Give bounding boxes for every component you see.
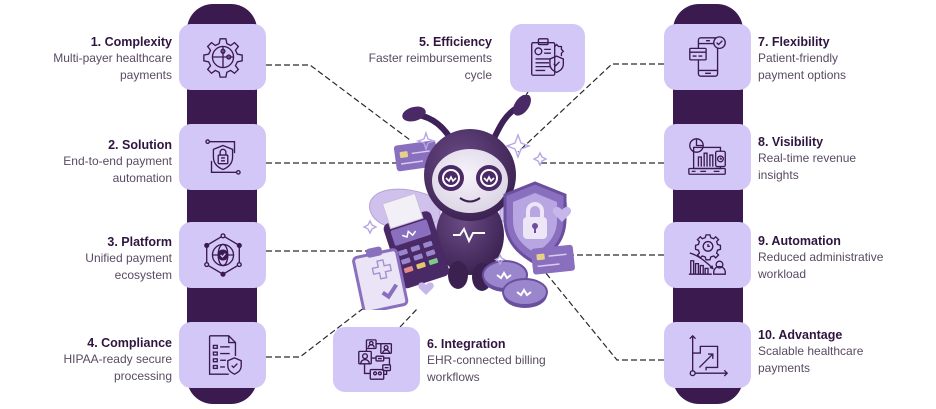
gear-clock-chart-user-icon (688, 234, 726, 275)
step-8-title: 8. Visibility (758, 135, 824, 149)
checklist-shield-icon (208, 335, 242, 375)
connector-10 (544, 271, 664, 361)
step-8-desc-2: insights (758, 167, 799, 182)
step-6-card (333, 327, 420, 392)
credit-card-bottom (531, 244, 575, 275)
step-7-desc-2: payment options (758, 67, 847, 82)
heart (418, 282, 434, 295)
step-6-title: 6. Integration (427, 337, 506, 351)
step-3-desc-1: Unified payment (85, 251, 172, 265)
network-globe-icon (203, 233, 242, 277)
coins (482, 260, 548, 308)
step-5-title: 5. Efficiency (419, 35, 492, 49)
step-4-desc-2: processing (113, 368, 172, 383)
connector-7 (517, 63, 664, 153)
step-9-desc-1: Reduced administrative (758, 250, 884, 264)
step-8-card (664, 124, 751, 190)
step-10-title: 10. Advantage (758, 328, 843, 342)
step-9-card (664, 222, 751, 288)
heart (552, 207, 572, 222)
growth-axes-icon (688, 334, 728, 377)
bee-mascot-illustration (352, 95, 575, 310)
connector-1 (266, 64, 411, 141)
dashboard-chart-icon (687, 138, 726, 175)
step-10-card (664, 322, 751, 388)
sparkles (362, 130, 548, 266)
clipboard (352, 246, 409, 310)
step-2-desc-1: End-to-end payment (63, 154, 172, 168)
step-2-label: 2. Solution End-to-end payment automatio… (2, 137, 172, 186)
step-4-desc-1: HIPAA-ready secure (63, 352, 173, 366)
step-1-label: 1. Complexity Multi-payer healthcare pay… (2, 34, 172, 83)
mobile-card-check-icon (688, 36, 726, 77)
connector-4 (266, 296, 379, 358)
step-4-label: 4. Compliance HIPAA-ready secure process… (2, 335, 173, 384)
step-10-label: 10. Advantage Scalable healthcare paymen… (758, 327, 928, 376)
connector-6 (399, 307, 419, 328)
step-2-desc-2: automation (112, 170, 172, 185)
step-3-desc-2: ecosystem (114, 267, 172, 282)
step-1-desc-2: payments (119, 67, 172, 82)
step-2-title: 2. Solution (108, 138, 172, 152)
shield-lock (503, 181, 567, 265)
step-8-label: 8. Visibility Real-time revenue insights (758, 134, 928, 183)
step-10-desc-1: Scalable healthcare (758, 344, 864, 358)
step-7-desc-1: Patient-friendly (758, 51, 839, 65)
step-6-desc-2: workflows (427, 369, 480, 384)
step-6-desc-1: EHR-connected billing (427, 353, 546, 367)
step-3-card (179, 222, 266, 288)
step-5-desc-2: cycle (464, 67, 492, 82)
step-5-card (510, 24, 585, 92)
step-9-label: 9. Automation Reduced administrative wor… (758, 233, 928, 282)
step-1-desc-1: Multi-payer healthcare (53, 51, 172, 65)
step-8-desc-1: Real-time revenue (758, 151, 857, 165)
step-10-desc-2: payments (758, 360, 811, 375)
step-5-desc-1: Faster reimbursements (368, 51, 492, 65)
invoice-gear-shield-icon (530, 38, 564, 76)
step-7-label: 7. Flexibility Patient-friendly payment … (758, 34, 928, 83)
step-5-label: 5. Efficiency Faster reimbursements cycl… (322, 34, 492, 83)
step-7-title: 7. Flexibility (758, 35, 830, 49)
gear-puzzle-icon (202, 38, 243, 78)
step-1-card (179, 24, 266, 90)
step-9-title: 9. Automation (758, 234, 841, 248)
step-1-title: 1. Complexity (90, 35, 172, 49)
step-3-label: 3. Platform Unified payment ecosystem (2, 234, 172, 283)
step-6-label: 6. Integration EHR-connected billing wor… (427, 336, 597, 385)
shield-lock-circuit-icon (204, 139, 241, 175)
connected-users-icon (357, 338, 392, 380)
step-4-card (179, 322, 266, 388)
step-3-title: 3. Platform (107, 235, 172, 249)
step-7-card (664, 24, 751, 90)
step-4-title: 4. Compliance (87, 336, 172, 350)
step-2-card (179, 124, 266, 190)
step-9-desc-2: workload (758, 266, 807, 281)
